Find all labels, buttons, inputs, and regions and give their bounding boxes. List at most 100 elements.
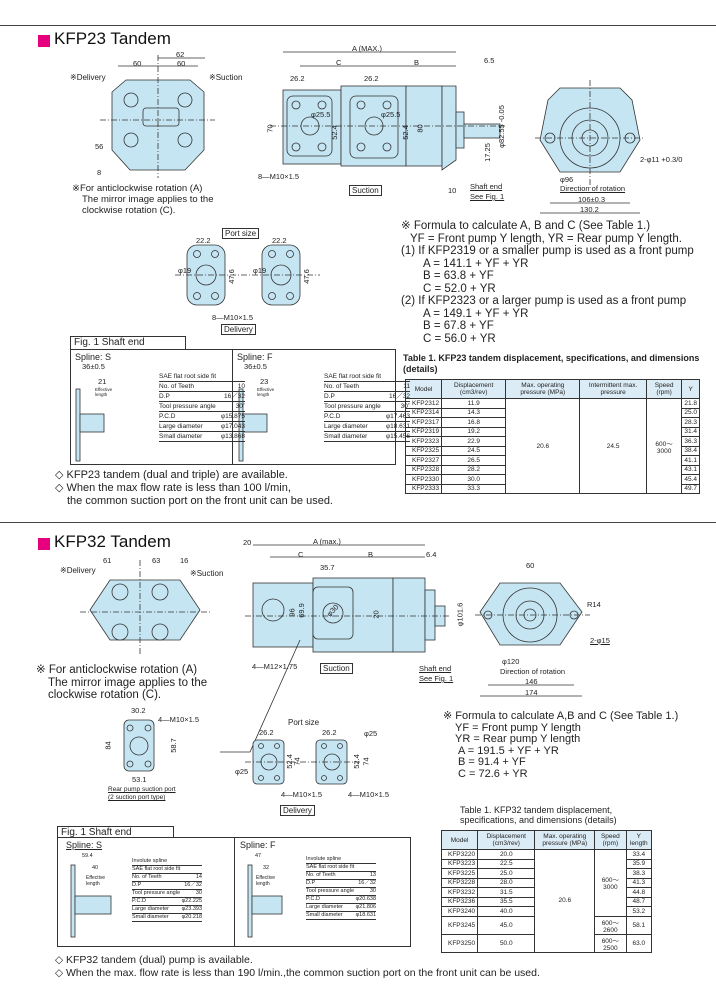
dim-label: φ96: [560, 175, 574, 184]
shaft-end-label: Shaft end: [470, 182, 503, 191]
spline-s-label: Spline: S: [66, 840, 103, 850]
dim-label: 53.1: [132, 775, 147, 784]
spec-row: SAE flat root side fit: [306, 864, 376, 872]
dim-label: 10: [448, 186, 457, 195]
column-header: Speed (rpm): [645, 379, 683, 399]
dim-label: φ82.55 -0.05: [496, 105, 506, 148]
dim-label: φ25: [364, 729, 378, 738]
kfp32-shaft-sketches: [70, 864, 283, 938]
spec-value: 30: [195, 890, 202, 896]
spec-value: φ13.868: [220, 433, 245, 440]
y-length-cell: 48.7: [625, 896, 653, 907]
shaft-end-label: Shaft end: [419, 664, 452, 673]
formula-line: ※ Formula to calculate A, B and C (See T…: [401, 220, 651, 232]
dim-label: 2-φ15: [590, 636, 610, 645]
spec-value: φ17.463: [385, 413, 410, 420]
table-caption: Table 1. KFP32 tandem displacement, spec…: [460, 805, 617, 825]
dim-label: 70: [265, 124, 275, 133]
dim-label: 80: [415, 124, 425, 133]
fig-title: Fig. 1 Shaft end: [57, 826, 174, 838]
formula-line: (2) If KFP2323 or a larger pump is used …: [401, 295, 687, 307]
dim-label: 59.4: [82, 853, 93, 859]
dim-label: B: [414, 58, 420, 67]
y-length-cell: 28.3: [681, 417, 700, 428]
note-line: ※For anticlockwise rotation (A): [72, 183, 203, 194]
displacement-cell: 33.3: [441, 483, 507, 494]
displacement-cell: 22.5: [477, 858, 536, 869]
dim-label: C: [298, 550, 304, 559]
y-length-cell: 35.9: [625, 858, 653, 869]
spec-label: P.C.D: [324, 413, 341, 420]
dim-label: 60: [177, 59, 186, 68]
spec-value: 14: [195, 874, 202, 880]
column-header: Y: [681, 379, 700, 399]
dim-label: 52.4: [400, 125, 410, 140]
section-divider: [0, 522, 716, 523]
spec-label: Small diameter: [159, 433, 203, 440]
heading-marker: [38, 35, 50, 47]
dim-label: 26.2: [259, 728, 274, 737]
formula-line: C = 72.6 + YR: [458, 767, 528, 780]
kfp32-end-view: [475, 582, 590, 697]
port-size-box: Port size: [222, 228, 260, 239]
dim-label: A (max.): [313, 537, 341, 546]
y-length-cell: 38.4: [681, 445, 700, 456]
model-cell: KFP3236: [440, 896, 479, 907]
dim-label: 32: [263, 865, 270, 871]
spec-value: 10: [237, 383, 245, 390]
see-fig-label: See Fig. 1: [470, 192, 505, 201]
delivery-label: ※Delivery: [70, 73, 106, 82]
formula-block: ※ Formula to calculate A,B and C (See Ta…: [443, 710, 678, 780]
merged-spec-cell: 24.5: [579, 398, 647, 494]
kfp32-front-view: [80, 560, 210, 655]
suction-label: ※Suction: [209, 73, 243, 82]
model-cell: KFP2330: [404, 474, 443, 485]
spec-value: 13: [369, 872, 376, 878]
model-cell: KFP3245: [440, 915, 479, 935]
spec-label: SAE flat root side fit: [306, 864, 355, 870]
dim-label: 8: [97, 168, 102, 177]
y-length-cell: 58.1: [625, 915, 653, 935]
dim-label: φ25.5: [311, 110, 331, 119]
spec-value: φ17.043: [220, 423, 245, 430]
dim-label: 52.4: [329, 125, 339, 140]
merged-spec-cell: 600～ 3000: [645, 398, 683, 494]
merged-spec-cell: 20.6: [505, 398, 581, 494]
model-cell: KFP2328: [404, 464, 443, 475]
dim-label: 26.2: [364, 74, 379, 83]
spec-value: φ20.638: [355, 896, 376, 902]
spec-label: Involute spline: [306, 856, 342, 862]
effective-length-label: Effective length: [257, 387, 275, 397]
spec-row: Involute spline: [132, 858, 202, 866]
kfp23-shaft-sketches: [75, 388, 268, 462]
model-cell: KFP3228: [440, 877, 479, 888]
bolt-label: 8—M10×1.5: [258, 172, 300, 181]
formula-line: YF = Front pump Y length, YR = Rear pump…: [410, 232, 682, 245]
caption-line: specifications, and dimensions (details): [460, 815, 617, 825]
column-header: Speed (rpm): [594, 830, 627, 850]
y-length-cell: 45.4: [681, 474, 700, 485]
spec-label: P.C.D: [132, 898, 146, 904]
suction-box: Suction: [320, 663, 353, 674]
model-cell: KFP3250: [440, 933, 479, 953]
spec-value: 30: [369, 888, 376, 894]
caption-line: Table 1. KFP32 tandem displacement,: [460, 805, 613, 815]
note-line: The mirror image applies to the: [48, 676, 208, 689]
kfp23-title: KFP23 Tandem: [54, 29, 171, 48]
displacement-cell: 28.0: [477, 877, 536, 888]
dim-label: φ101.6: [455, 602, 465, 627]
y-length-cell: 25.0: [681, 407, 700, 418]
dim-label: 106±0.3: [578, 195, 606, 204]
fig-title: Fig. 1 Shaft end: [70, 336, 186, 350]
formula-block: ※ Formula to calculate A, B and C (See T…: [401, 220, 694, 345]
note-line: ※ For anticlockwise rotation (A): [36, 664, 198, 676]
